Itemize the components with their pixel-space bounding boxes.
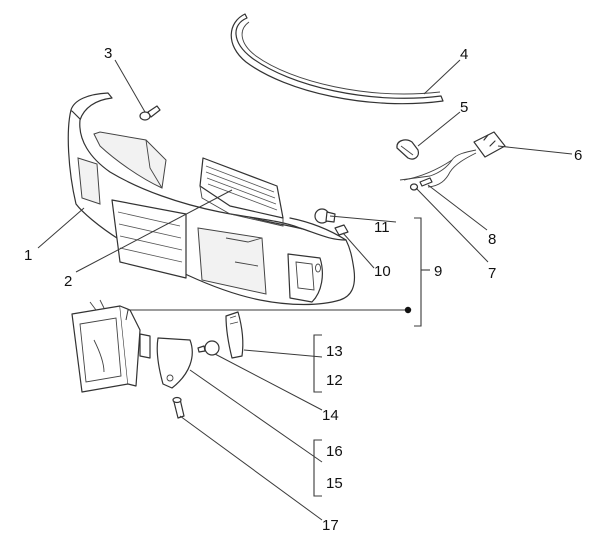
leader-lines (37, 59, 573, 521)
headlamp-assembly-part (71, 299, 151, 393)
callout-4: 4 (460, 46, 468, 63)
leader-7 (415, 187, 489, 263)
callout-numbers: 1 2 3 4 5 6 7 8 9 10 11 12 13 14 15 16 1… (24, 45, 582, 534)
callout-2: 2 (64, 273, 72, 290)
callout-14: 14 (322, 407, 339, 424)
leader-13 (243, 349, 323, 358)
bumper-shield-part (67, 92, 356, 306)
callout-6: 6 (574, 147, 582, 164)
leader-5 (417, 111, 461, 147)
callout-13: 13 (326, 343, 343, 360)
bumper-grille (111, 199, 187, 279)
leader-8 (427, 184, 488, 231)
leader-11 (329, 215, 397, 223)
leader-6 (497, 145, 573, 155)
bracket-12-13 (313, 334, 322, 393)
screw-part-17 (172, 396, 185, 419)
callout-1: 1 (24, 247, 32, 264)
leader-dot (125, 309, 410, 321)
screw-part-3 (139, 105, 161, 121)
callout-8: 8 (488, 231, 496, 248)
seal-strip-part (230, 13, 444, 105)
leader-10 (342, 232, 375, 269)
bulb-part-11 (314, 208, 336, 224)
bracket-15-16 (313, 439, 322, 497)
leader-14 (214, 353, 323, 411)
callout-12: 12 (326, 372, 343, 389)
bulb-part-10 (334, 224, 349, 236)
leader-3 (114, 59, 146, 113)
washer-part (409, 183, 419, 191)
leader-16 (189, 369, 323, 463)
indicator-lens-part (156, 337, 193, 389)
callout-9: 9 (434, 263, 442, 280)
callout-15: 15 (326, 475, 343, 492)
callout-11: 11 (374, 219, 390, 236)
callout-16: 16 (326, 443, 343, 460)
leader-2 (75, 189, 233, 273)
callout-17: 17 (322, 517, 339, 534)
bulb-holder-part (225, 311, 244, 359)
leader-17 (179, 415, 323, 521)
grille-insert-part (199, 157, 284, 227)
leader-4 (423, 59, 461, 95)
leader-1 (37, 207, 85, 249)
bulb-part-14 (197, 340, 220, 356)
bullet-dot (404, 306, 412, 314)
clip-part (396, 139, 419, 160)
callout-7: 7 (488, 265, 496, 282)
bracket-9 (414, 217, 430, 327)
callout-10: 10 (374, 263, 391, 280)
wiring-harness-part (399, 131, 506, 188)
callout-3: 3 (104, 45, 112, 62)
callout-5: 5 (460, 99, 468, 116)
screw-part-8 (419, 177, 433, 187)
